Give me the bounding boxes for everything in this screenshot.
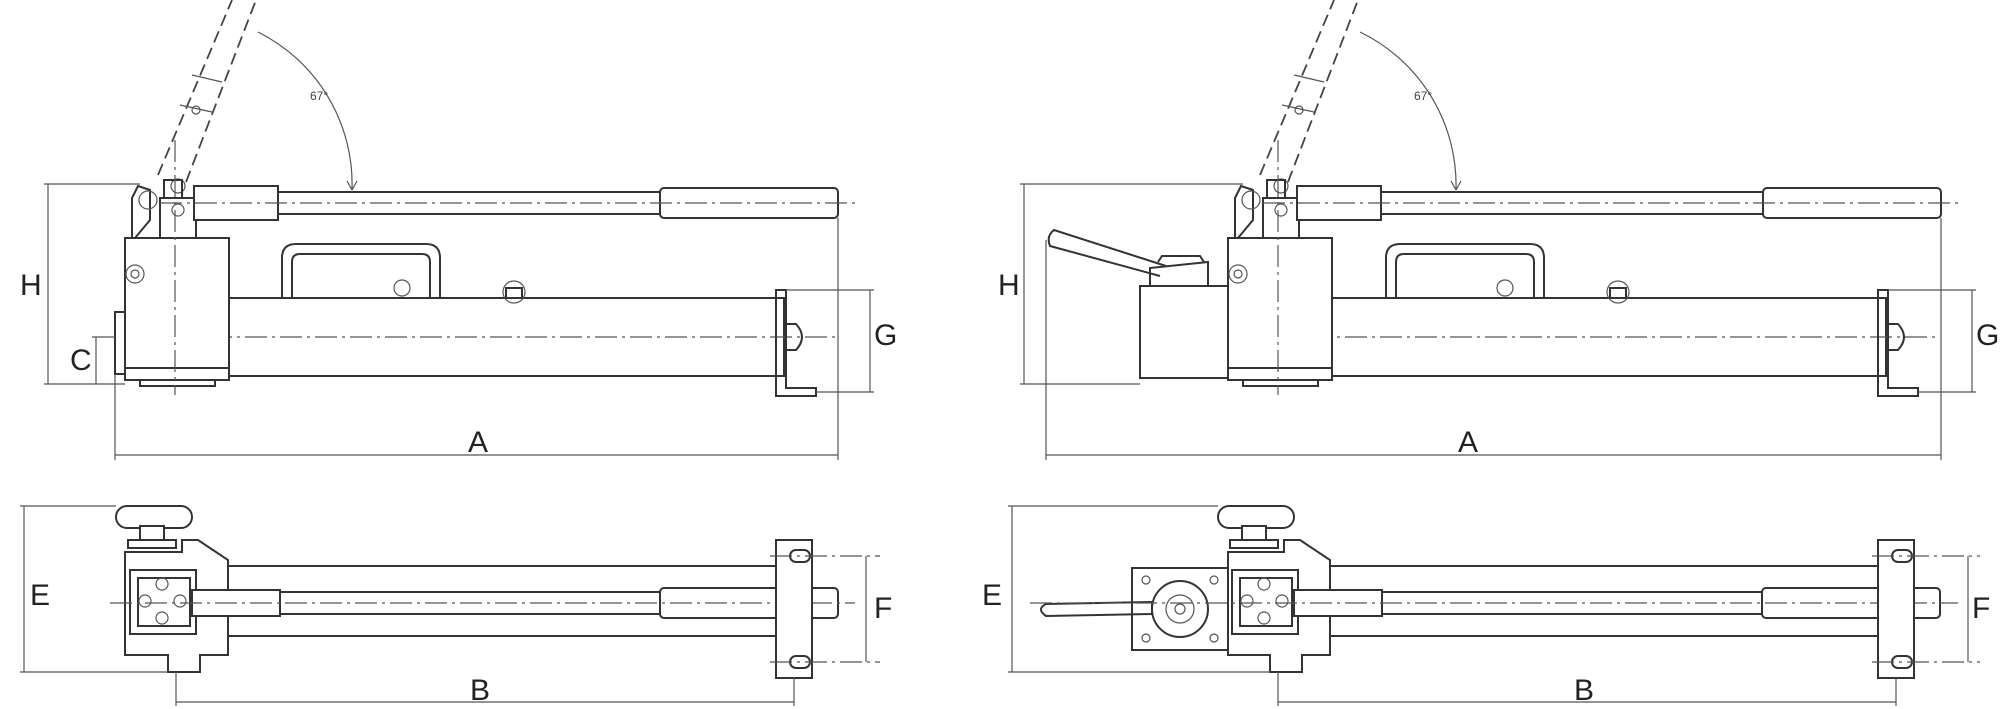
dimension-a: A <box>114 218 839 460</box>
svg-text:E: E <box>982 579 1002 612</box>
fill-plug <box>1606 280 1630 304</box>
svg-text:A: A <box>1458 426 1478 459</box>
svg-text:E: E <box>30 579 50 612</box>
svg-text:B: B <box>1574 674 1594 707</box>
operating-handle <box>160 185 855 221</box>
dimension-g: G <box>786 289 897 393</box>
top-view-valve: E F B <box>982 505 1990 707</box>
end-plate <box>770 539 880 679</box>
valve-block <box>1047 228 1229 379</box>
fill-plug <box>502 280 526 304</box>
end-cap <box>1888 323 1905 351</box>
svg-text:G: G <box>874 319 897 352</box>
svg-text:A: A <box>468 426 488 459</box>
raised-handle-outline <box>1259 0 1359 183</box>
pump-side-plate <box>114 311 126 375</box>
end-plate <box>1872 539 1980 679</box>
pump-linkage <box>1234 184 1254 239</box>
dimension-b: B <box>175 672 795 707</box>
side-view-standard: 67° <box>20 0 897 460</box>
valve-lever-top <box>1040 600 1153 618</box>
svg-text:F: F <box>1972 592 1990 625</box>
release-screw <box>1496 279 1514 297</box>
top-view-standard: E F B <box>20 505 892 707</box>
dimension-a: A <box>1045 218 1942 460</box>
dimension-g: G <box>1888 289 1999 393</box>
svg-text:F: F <box>874 592 892 625</box>
dimension-h: H <box>998 183 1243 385</box>
svg-text:B: B <box>470 674 490 707</box>
svg-text:C: C <box>70 344 92 377</box>
svg-text:H: H <box>20 269 42 302</box>
dimension-h: H <box>20 183 140 385</box>
angle-label: 67° <box>1414 89 1432 103</box>
pump-linkage <box>131 184 151 239</box>
valve-block-top <box>1040 567 1229 651</box>
dimension-e: E <box>20 505 168 673</box>
raised-handle-outline <box>157 0 257 183</box>
top-knob <box>1217 505 1295 549</box>
end-cap <box>786 323 803 351</box>
pump-head <box>1227 237 1333 381</box>
angle-arc <box>1359 31 1457 191</box>
valve-lever <box>1047 228 1167 277</box>
angle-arc <box>257 31 353 191</box>
operating-handle <box>1263 185 1958 221</box>
svg-text:H: H <box>998 269 1020 302</box>
dimension-b: B <box>1277 672 1897 707</box>
carry-handle <box>1385 243 1545 298</box>
dimension-f: F <box>865 556 892 662</box>
angle-label: 67° <box>310 89 328 103</box>
pump-head <box>124 237 230 381</box>
side-view-valve: 67° <box>998 0 1999 460</box>
release-screw <box>393 279 411 297</box>
svg-text:G: G <box>1976 319 1999 352</box>
carry-handle <box>281 243 441 298</box>
dimension-c: C <box>70 336 115 384</box>
top-knob <box>115 505 193 549</box>
dimension-e: E <box>982 505 1270 673</box>
dimension-f: F <box>1967 556 1990 662</box>
